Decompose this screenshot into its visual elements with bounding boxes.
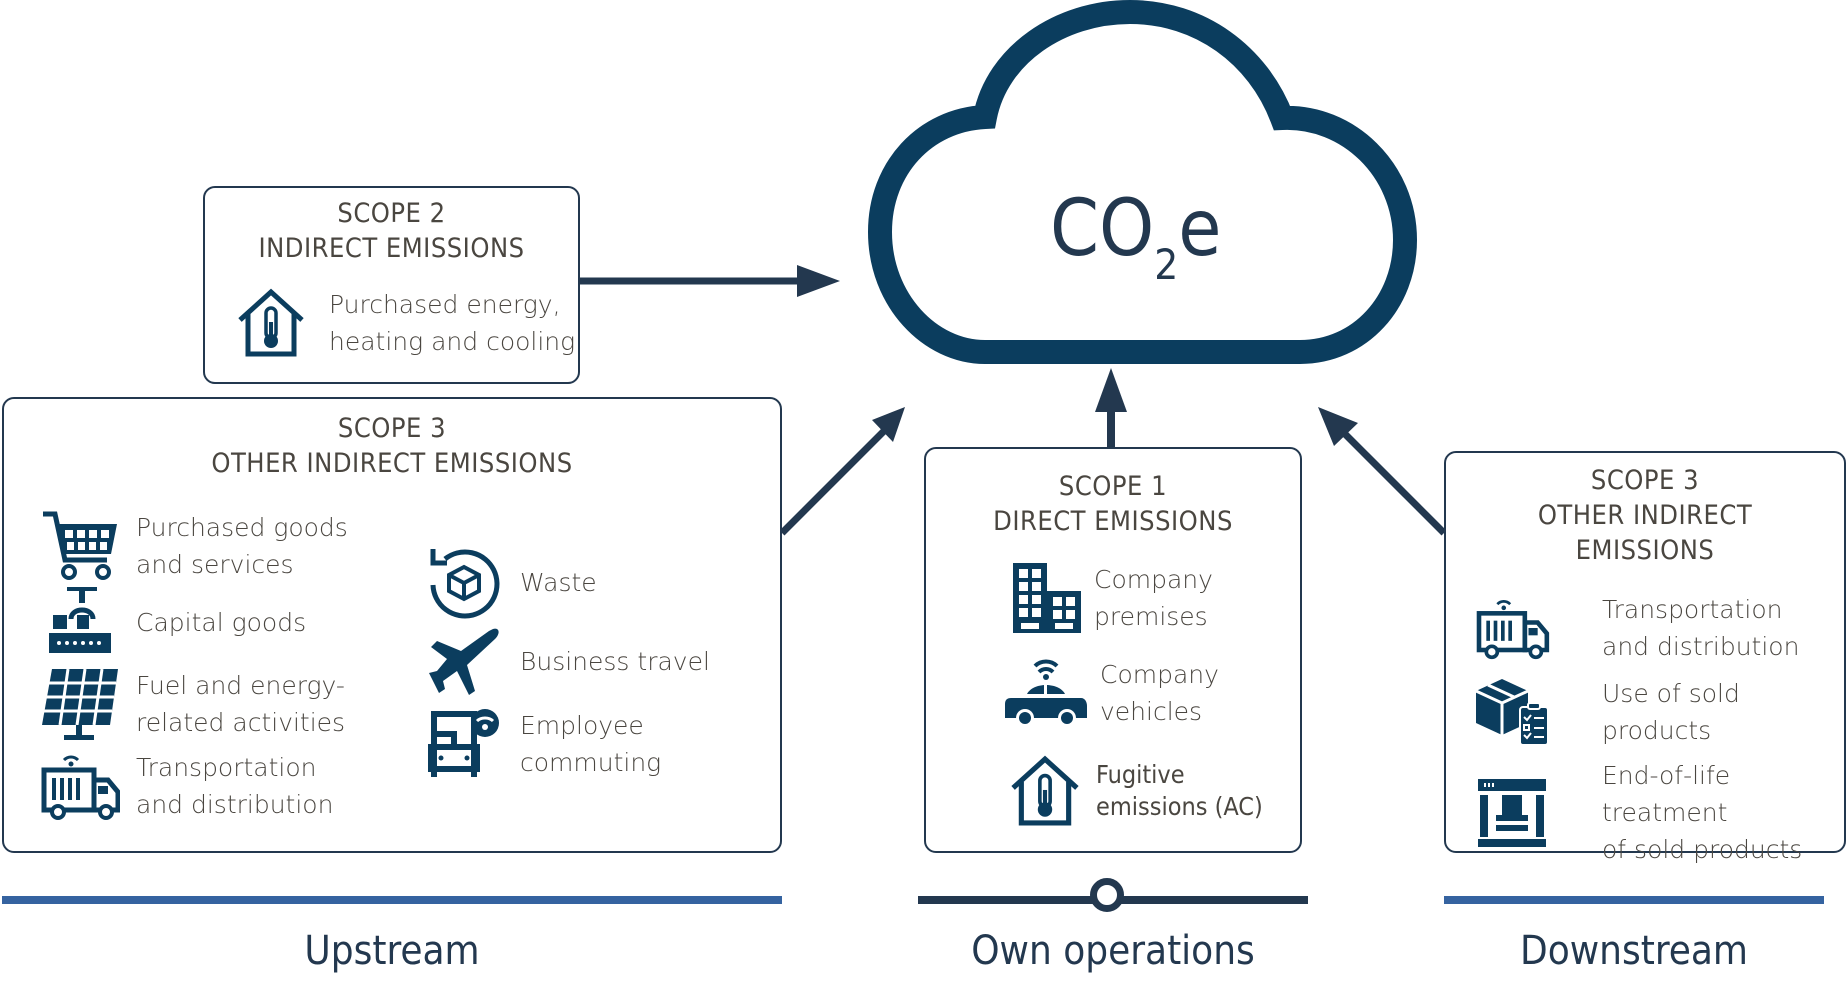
solar-panel-icon <box>40 667 120 741</box>
item-line2: of sold products <box>1602 835 1803 864</box>
shopping-cart-icon <box>40 510 120 582</box>
scope1-item-fugitive: Fugitive emissions (AC) <box>1008 755 1263 827</box>
scope3-up-item-transportation: Transportation and distribution <box>40 749 333 823</box>
scope1-title-line2: DIRECT EMISSIONS <box>993 506 1233 537</box>
own-operations-label: Own operations <box>971 928 1255 974</box>
item-line2: premises <box>1094 602 1208 631</box>
item-line1: Business travel <box>520 646 710 676</box>
own-operations-marker <box>1090 878 1124 912</box>
scope3-upstream-box: SCOPE 3 OTHER INDIRECT EMISSIONS Purchas… <box>2 397 782 853</box>
upstream-bar <box>2 896 782 904</box>
item-line2: emissions (AC) <box>1096 792 1263 821</box>
scope1-item-vehicles: Company vehicles <box>1004 656 1219 730</box>
item-line2: and distribution <box>136 790 334 819</box>
item-line1: Transportation <box>1602 595 1783 624</box>
scope1-box: SCOPE 1 DIRECT EMISSIONS Company premise… <box>924 447 1302 853</box>
cloud-outline <box>867 0 1418 364</box>
item-line1: Fugitive <box>1096 760 1185 789</box>
item-line1: Transportation <box>136 753 317 782</box>
item-line2: vehicles <box>1100 697 1203 726</box>
scope3-up-item-capital-goods: Capital goods <box>40 587 306 657</box>
scope3-down-item-end-of-life: End-of-life treatment of sold products <box>1472 757 1844 868</box>
item-line1: Capital goods <box>136 607 307 637</box>
robotic-arm-conveyor-icon <box>40 587 120 657</box>
scope2-item-line2: heating and cooling <box>329 327 576 356</box>
downstream-bar <box>1444 896 1824 904</box>
scope1-item-premises: Company premises <box>1012 561 1213 635</box>
arrow-scope3-up-to-cloud <box>779 407 905 536</box>
item-line1: End-of-life treatment <box>1602 761 1731 827</box>
scope3-down-title-line1: SCOPE 3 <box>1590 465 1700 496</box>
scope2-title-line2: INDIRECT EMISSIONS <box>258 233 525 264</box>
scope3-down-title-line2: OTHER INDIRECT <box>1537 500 1753 531</box>
arrow-scope2-to-cloud <box>580 265 840 297</box>
house-thermometer-icon <box>235 288 307 358</box>
scope3-up-item-fuel-energy: Fuel and energy- related activities <box>40 667 345 741</box>
scope3-up-title-line2: OTHER INDIRECT EMISSIONS <box>211 448 573 479</box>
building-icon <box>1012 563 1082 633</box>
scope3-downstream-box: SCOPE 3 OTHER INDIRECT EMISSIONS Transpo… <box>1444 451 1846 864</box>
delivery-truck-icon <box>1472 595 1552 661</box>
item-line2: and distribution <box>1602 632 1800 661</box>
item-line1: Use of sold <box>1602 679 1740 708</box>
scope2-item-line1: Purchased energy, <box>329 290 561 319</box>
item-line1: Company <box>1100 660 1219 689</box>
item-line2: products <box>1602 716 1712 745</box>
scope3-down-item-use-sold: Use of sold products <box>1472 675 1740 749</box>
bus-icon <box>426 707 502 781</box>
delivery-truck-icon <box>40 750 120 822</box>
airplane-icon <box>426 625 502 697</box>
scope2-title-line1: SCOPE 2 <box>337 198 446 229</box>
press-machine-icon <box>1472 777 1552 849</box>
house-thermometer-icon <box>1008 755 1082 827</box>
scope2-item: Purchased energy, heating and cooling <box>235 286 575 360</box>
item-line2: and services <box>136 550 294 579</box>
scope3-up-title-line1: SCOPE 3 <box>337 413 447 444</box>
item-line1: Purchased goods <box>136 513 348 542</box>
scope3-up-item-business-travel: Business travel <box>426 625 710 697</box>
scope3-up-item-waste: Waste <box>426 545 597 619</box>
arrow-scope3-down-to-cloud <box>1318 407 1447 536</box>
item-line1: Waste <box>520 567 597 597</box>
item-line1: Fuel and energy- <box>136 671 345 700</box>
connected-car-icon <box>1004 658 1088 728</box>
downstream-label: Downstream <box>1520 928 1748 974</box>
scope3-up-item-employee-commuting: Employee commuting <box>426 707 661 781</box>
scope3-down-title-line3: EMISSIONS <box>1575 535 1715 566</box>
item-line2: related activities <box>136 708 346 737</box>
item-line1: Company <box>1094 565 1213 594</box>
scope1-title-line1: SCOPE 1 <box>1058 471 1168 502</box>
scope3-down-item-transportation: Transportation and distribution <box>1472 591 1799 665</box>
scope2-box: SCOPE 2 INDIRECT EMISSIONS Purchased ene… <box>203 186 580 384</box>
item-line2: commuting <box>520 748 662 777</box>
arrow-scope1-to-cloud <box>1095 368 1127 447</box>
upstream-label: Upstream <box>304 928 480 974</box>
item-line1: Employee <box>520 711 644 740</box>
cloud-label: CO2e <box>1050 184 1222 289</box>
scope3-up-item-purchased-goods: Purchased goods and services <box>40 509 348 583</box>
recycle-box-icon <box>426 545 502 619</box>
box-checklist-icon <box>1472 677 1552 747</box>
